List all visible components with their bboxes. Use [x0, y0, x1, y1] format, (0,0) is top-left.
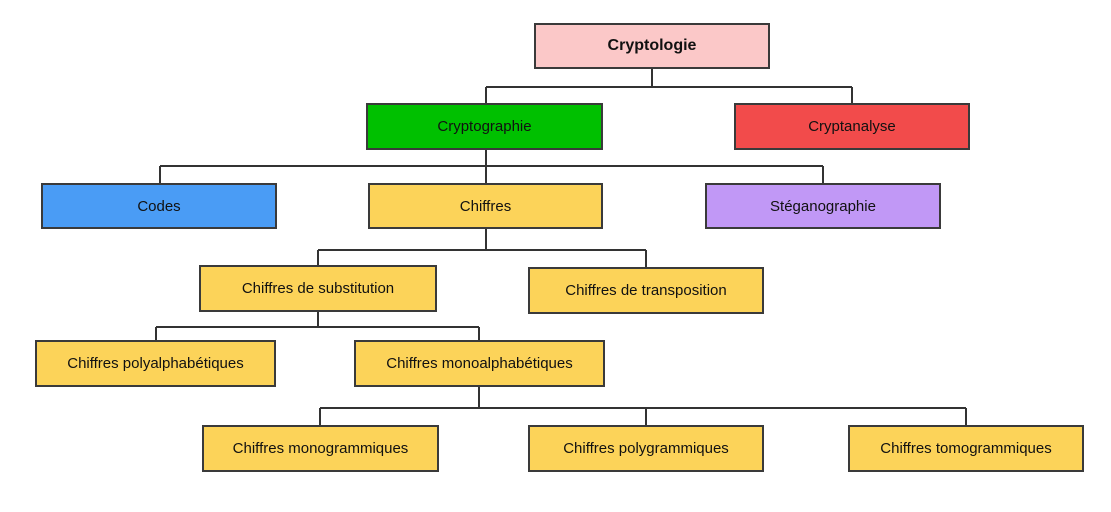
node-chiffres-de-transposition: Chiffres de transposition [528, 267, 764, 314]
node-chiffres-polygrammiques: Chiffres polygrammiques [528, 425, 764, 472]
node-chiffres-monogrammiques: Chiffres monogrammiques [202, 425, 439, 472]
node-chiffres-polyalphabetiques: Chiffres polyalphabétiques [35, 340, 276, 387]
node-chiffres-de-substitution: Chiffres de substitution [199, 265, 437, 312]
node-cryptographie: Cryptographie [366, 103, 603, 150]
node-chiffres: Chiffres [368, 183, 603, 229]
node-cryptologie: Cryptologie [534, 23, 770, 69]
node-chiffres-monoalphabetiques: Chiffres monoalphabétiques [354, 340, 605, 387]
node-cryptanalyse: Cryptanalyse [734, 103, 970, 150]
node-codes: Codes [41, 183, 277, 229]
node-steganographie: Stéganographie [705, 183, 941, 229]
node-chiffres-tomogrammiques: Chiffres tomogrammiques [848, 425, 1084, 472]
